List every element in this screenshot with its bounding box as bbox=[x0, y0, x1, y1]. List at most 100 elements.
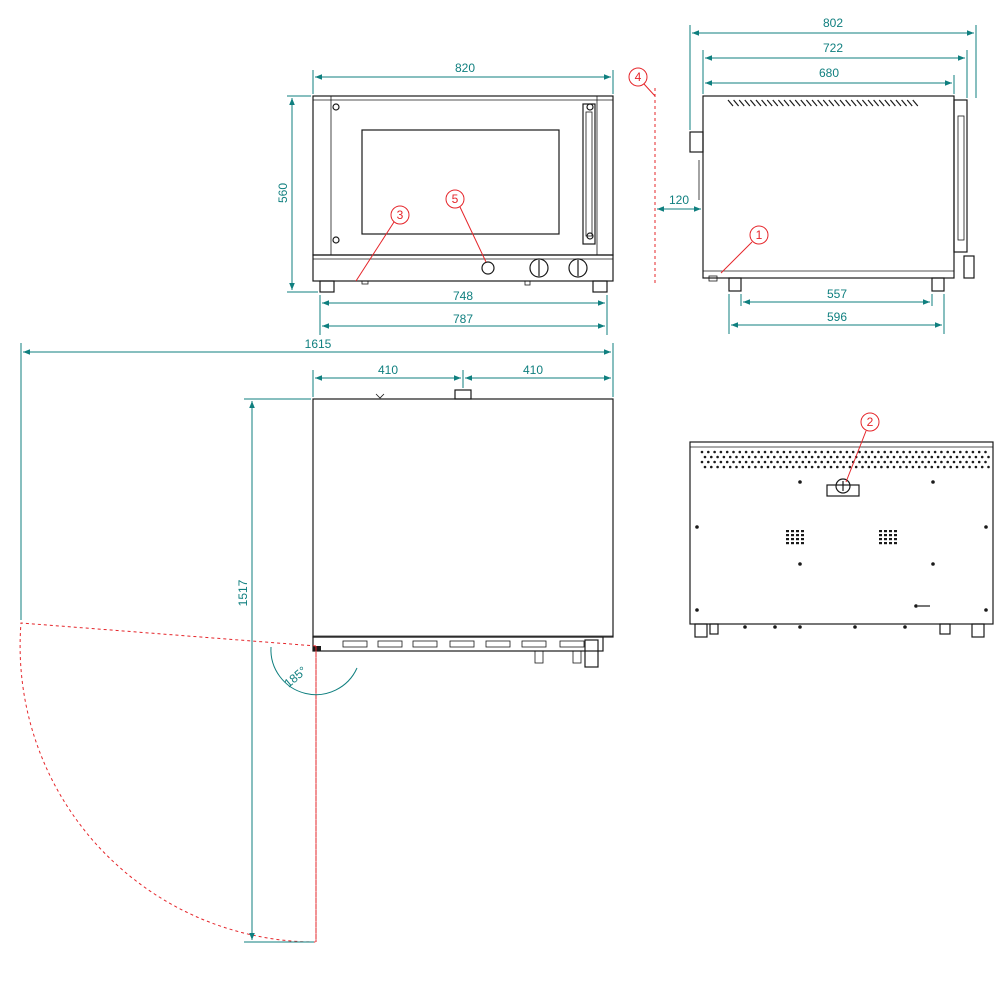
vent-slot bbox=[783, 99, 790, 107]
perforation-dot bbox=[889, 450, 893, 454]
perforation-dot bbox=[883, 450, 886, 454]
perforation-dot bbox=[804, 455, 808, 459]
perforation-dot bbox=[861, 465, 864, 469]
vent-slot bbox=[789, 99, 796, 107]
perforation-dot bbox=[952, 450, 956, 454]
perforation-dot bbox=[959, 460, 962, 464]
dim-120: 120 bbox=[669, 193, 689, 207]
dim-1615: 1615 bbox=[305, 337, 332, 351]
callout-2: 2 bbox=[845, 412, 880, 483]
perforation-dot bbox=[842, 465, 845, 469]
perforation-dot bbox=[776, 460, 779, 464]
perforation-dot bbox=[710, 455, 713, 459]
grid-hole bbox=[786, 538, 789, 541]
perforation-dot bbox=[798, 455, 801, 459]
perforation-dot bbox=[965, 460, 968, 464]
grid-hole bbox=[894, 534, 897, 537]
perforation-dot bbox=[738, 450, 742, 454]
vent-slot bbox=[772, 99, 779, 107]
perforation-dot bbox=[741, 465, 745, 469]
dim-680: 680 bbox=[819, 66, 839, 80]
vent-slot bbox=[873, 99, 880, 107]
perforation-dot bbox=[914, 450, 918, 454]
perforation-dot bbox=[867, 465, 871, 469]
grid-hole bbox=[884, 542, 887, 545]
perforation-dot bbox=[754, 465, 757, 469]
perforation-dot bbox=[757, 450, 760, 454]
perforation-dot bbox=[933, 460, 937, 464]
perforation-dot bbox=[791, 455, 795, 459]
door-angle: 185° bbox=[281, 663, 309, 690]
perforation-dot bbox=[826, 460, 830, 464]
perforation-dot bbox=[779, 455, 782, 459]
vent-slot bbox=[833, 99, 840, 107]
perforation-dot bbox=[864, 450, 868, 454]
grid-hole bbox=[801, 530, 804, 533]
vent-slot bbox=[878, 99, 885, 107]
perforation-dot bbox=[980, 455, 984, 459]
vent-slot bbox=[755, 99, 762, 107]
perforation-dot bbox=[936, 455, 940, 459]
grid-hole bbox=[791, 538, 794, 541]
perforation-dot bbox=[814, 460, 817, 464]
perforation-dot bbox=[791, 465, 795, 469]
dim-410-left: 410 bbox=[378, 363, 398, 377]
front-view bbox=[312, 95, 614, 293]
perforation-dot bbox=[845, 460, 849, 464]
vent-slot bbox=[766, 99, 773, 107]
vent-slot bbox=[777, 99, 784, 107]
top-view bbox=[312, 389, 614, 668]
perforation-dot bbox=[785, 455, 789, 459]
perforation-dot bbox=[807, 460, 811, 464]
perforation-dot bbox=[962, 455, 965, 459]
perforation-dot bbox=[738, 460, 742, 464]
dim-748: 748 bbox=[453, 289, 473, 303]
perforation-dot bbox=[880, 455, 883, 459]
vent-slot bbox=[856, 99, 863, 107]
vent-slot bbox=[828, 99, 835, 107]
perforation-dot bbox=[940, 450, 943, 454]
perforation-dot bbox=[930, 465, 934, 469]
dim-410-right: 410 bbox=[523, 363, 543, 377]
perforation-dot bbox=[722, 465, 726, 469]
perforation-dot bbox=[735, 455, 738, 459]
perforation-dot bbox=[858, 460, 861, 464]
grid-hole bbox=[801, 534, 804, 537]
grid-hole bbox=[879, 530, 882, 533]
perforation-dot bbox=[902, 450, 905, 454]
perforation-dot bbox=[760, 455, 763, 459]
grid-hole bbox=[879, 542, 882, 545]
vent-slot bbox=[733, 99, 740, 107]
perforation-dot bbox=[877, 460, 880, 464]
grid-hole bbox=[884, 538, 887, 541]
perforation-dot bbox=[924, 465, 927, 469]
vent-slot bbox=[884, 99, 891, 107]
grid-hole bbox=[786, 542, 789, 545]
perforation-dot bbox=[886, 465, 889, 469]
perforation-dot bbox=[735, 465, 738, 469]
perforation-dot bbox=[880, 465, 883, 469]
perforation-dot bbox=[725, 460, 729, 464]
perforation-dot bbox=[703, 455, 707, 459]
perforation-dot bbox=[732, 460, 735, 464]
perforation-dot bbox=[782, 450, 786, 454]
grid-hole bbox=[894, 538, 897, 541]
perforation-dot bbox=[911, 455, 915, 459]
perforation-dot bbox=[829, 465, 833, 469]
dim-596: 596 bbox=[827, 310, 847, 324]
perforation-dot bbox=[968, 455, 971, 459]
perforation-dot bbox=[788, 460, 792, 464]
perforation-dot bbox=[927, 450, 931, 454]
callout-4: 4 bbox=[628, 67, 656, 97]
perforation-dot bbox=[814, 450, 817, 454]
perforation-dot bbox=[873, 465, 877, 469]
perforation-dot bbox=[896, 450, 899, 454]
perforation-dot bbox=[946, 460, 949, 464]
side-dimensions: 802 722 680 120 557 596 bbox=[657, 16, 977, 334]
perforation-dot bbox=[987, 455, 990, 459]
rear-grid-right bbox=[879, 530, 897, 545]
perforation-dot bbox=[911, 465, 915, 469]
perforation-dot bbox=[914, 460, 918, 464]
callout-1: 1 bbox=[720, 225, 769, 274]
perforation-dot bbox=[984, 450, 987, 454]
